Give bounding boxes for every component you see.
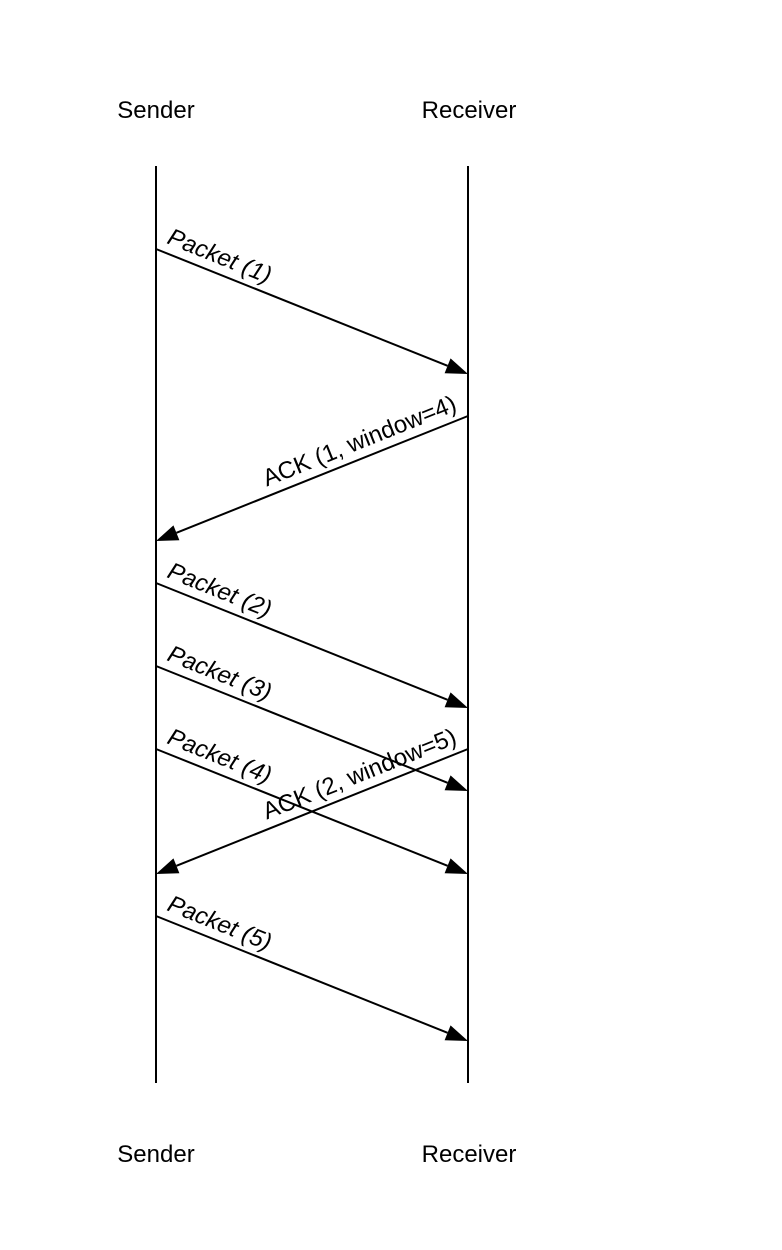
message-arrow: Packet (5): [155, 891, 468, 1041]
message-label: Packet (4): [164, 724, 276, 790]
arrowhead-icon: [444, 358, 468, 374]
sender-label-bottom: Sender: [117, 1141, 194, 1168]
message-label: ACK (1, window=4): [259, 391, 460, 493]
arrowhead-icon: [444, 692, 468, 708]
message-label: Packet (1): [164, 224, 276, 290]
receiver-label-bottom: Receiver: [422, 1141, 517, 1168]
arrowhead-icon: [156, 858, 180, 874]
arrow-line: [155, 665, 448, 784]
message-arrow: ACK (1, window=4): [156, 391, 469, 541]
sender-label-top: Sender: [117, 97, 194, 124]
arrow-line: [176, 415, 469, 534]
message-label: Packet (5): [164, 891, 276, 957]
arrowhead-icon: [444, 858, 468, 874]
message-label: ACK (2, window=5): [259, 724, 460, 826]
message-label: Packet (3): [164, 641, 276, 707]
arrow-line: [155, 582, 448, 701]
arrowhead-icon: [444, 775, 468, 791]
message-arrow: Packet (1): [155, 224, 468, 374]
messages: Packet (1) ACK (1, window=4) Packet (2) Pac…: [155, 224, 469, 1041]
arrow-line: [155, 748, 448, 867]
receiver-label-top: Receiver: [422, 97, 517, 124]
arrow-line: [155, 915, 448, 1034]
arrow-line: [155, 248, 448, 367]
arrow-line: [176, 748, 469, 867]
message-label: Packet (2): [164, 558, 276, 624]
arrowhead-icon: [444, 1025, 468, 1041]
arrowhead-icon: [156, 525, 180, 541]
